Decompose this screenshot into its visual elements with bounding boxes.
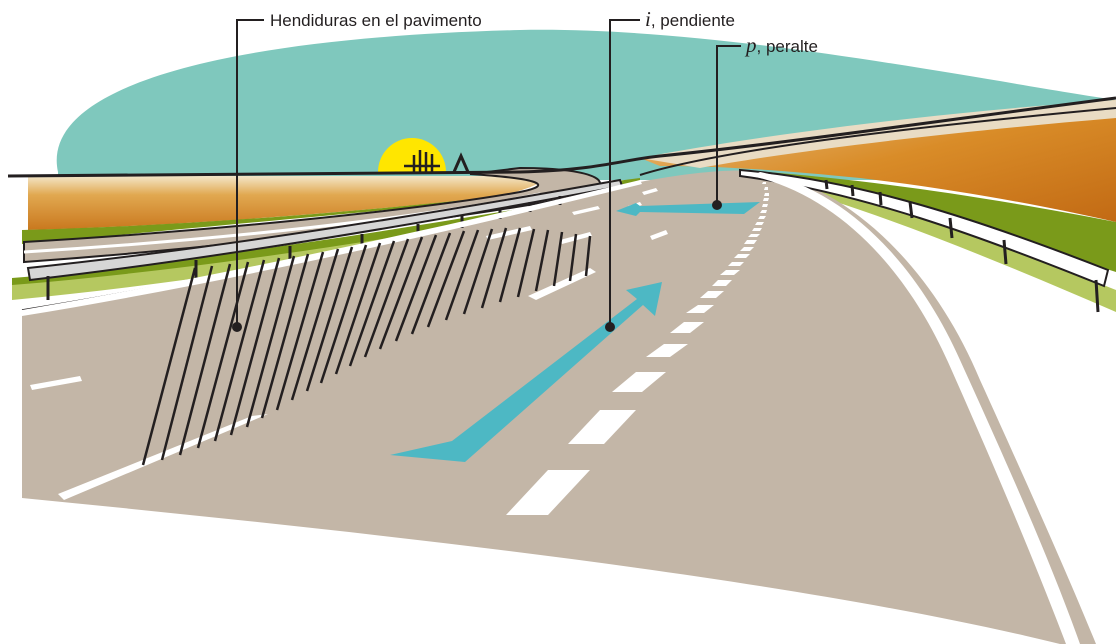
label-slope: i, pendiente [645,7,735,31]
label-superelevation: p, peralte [744,33,818,57]
left-grass [22,178,640,244]
pavement-grooves [141,227,592,466]
left-field [28,176,542,230]
slope-text: , pendiente [651,11,735,30]
label-grooves: Hendiduras en el pavimento [270,11,482,30]
superelevation-arrow [616,202,760,216]
sun [378,138,470,173]
slope-symbol: i [645,7,651,31]
leader-dots [232,200,722,332]
right-grass [740,170,1116,272]
leader-lines [236,19,741,327]
superelevation-text: , peralte [757,37,818,56]
superelevation-symbol: p [744,33,757,57]
right-field [640,100,1116,222]
pavement [22,170,1096,644]
left-grass-light [12,196,640,300]
